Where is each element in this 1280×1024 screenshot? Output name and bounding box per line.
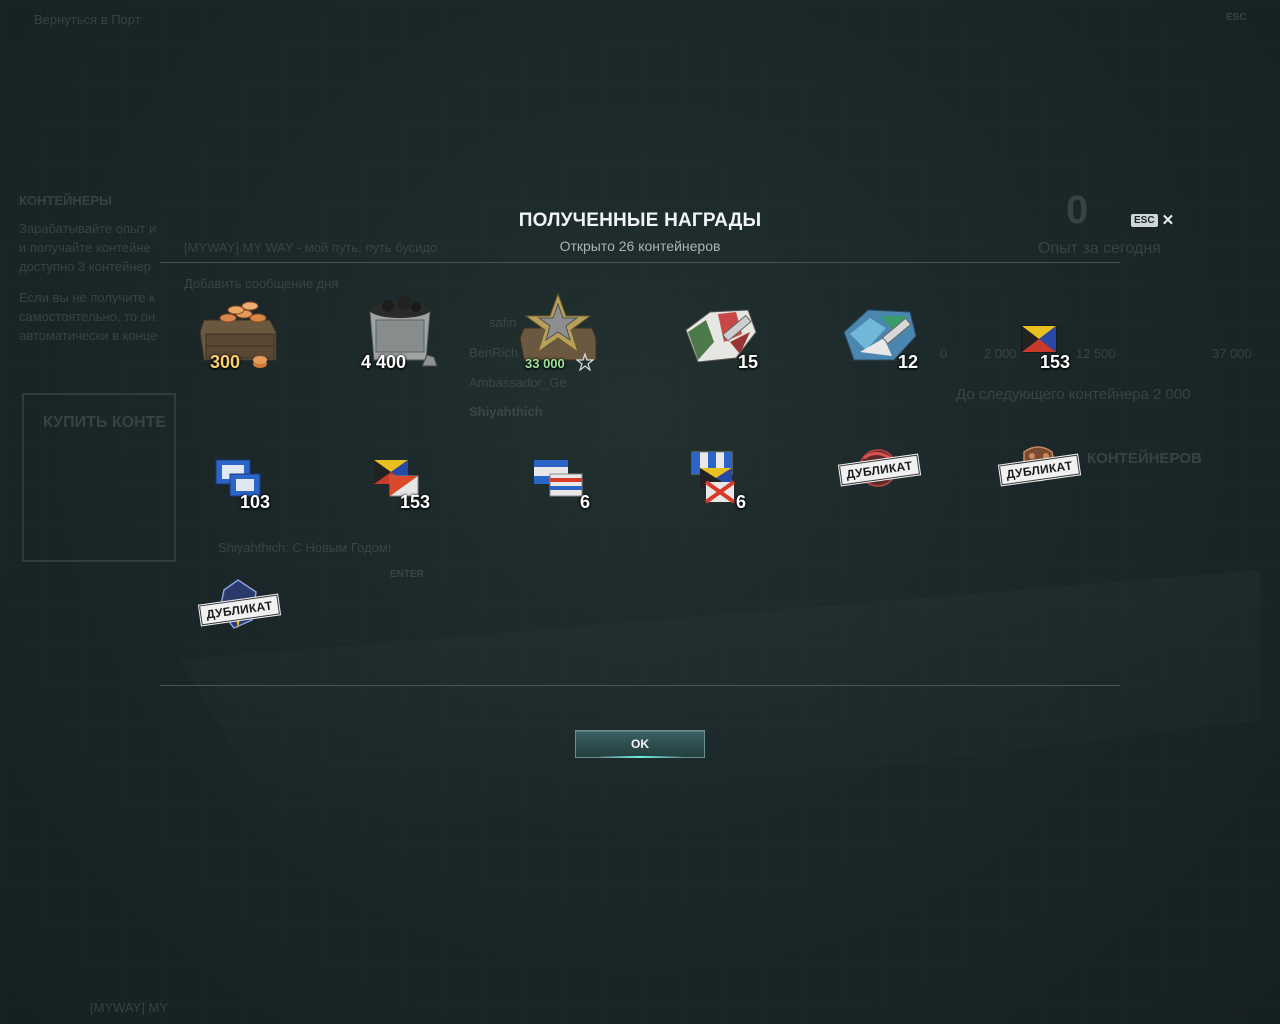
credits-coin-icon bbox=[253, 356, 267, 368]
credits-chest-icon bbox=[199, 301, 277, 361]
back-to-port-link[interactable]: Вернуться в Порт bbox=[34, 12, 141, 27]
close-icon[interactable]: ✕ bbox=[1161, 212, 1175, 229]
reward-signal-stripes[interactable]: 6 bbox=[526, 430, 636, 540]
milestone-12500: 12 500 bbox=[1076, 346, 1116, 361]
containers-heading: КОНТЕЙНЕРЫ bbox=[19, 193, 112, 208]
esc-key-badge: ESC bbox=[1131, 214, 1158, 227]
signal-flag-zulu-icon bbox=[1021, 325, 1057, 353]
containers-button-label: КОНТЕЙНЕРОВ bbox=[1087, 450, 1202, 467]
containers-text-5: самостоятельно, то он bbox=[19, 309, 156, 324]
free-xp-chest-icon bbox=[519, 292, 597, 361]
coal-icon bbox=[421, 354, 438, 367]
rewards-subtitle: Открыто 26 контейнеров bbox=[559, 238, 721, 254]
reward-quantity: 12 bbox=[898, 352, 919, 372]
add-motd-link[interactable]: Добавить сообщение дня bbox=[184, 276, 339, 291]
containers-text-3: доступно 3 контейнер bbox=[19, 259, 151, 274]
reward-quantity: 153 bbox=[1040, 352, 1071, 372]
next-container-text: До следующего контейнера 2 000 bbox=[956, 386, 1191, 403]
buy-containers-panel[interactable] bbox=[22, 393, 176, 562]
reward-patch-bear[interactable]: ДУБЛИКАТ bbox=[990, 430, 1100, 540]
containers-text-1: Зарабатывайте опыт и bbox=[19, 221, 157, 236]
signal-flags-blue-icon bbox=[215, 459, 261, 497]
reward-quantity: 6 bbox=[580, 492, 591, 512]
reward-quantity: 15 bbox=[738, 352, 759, 372]
reward-signal-blue[interactable]: 103 bbox=[206, 430, 316, 540]
reward-coal[interactable]: 4 400 bbox=[348, 290, 458, 400]
xp-today-value: 0 bbox=[1066, 188, 1089, 232]
top-divider bbox=[160, 262, 1120, 263]
reward-quantity: 6 bbox=[736, 492, 747, 512]
clan-motd: [MYWAY] MY WAY - мой путь, путь бусидо bbox=[184, 240, 438, 255]
star-outline-icon bbox=[576, 353, 594, 371]
bottom-clan-tag: [MYWAY] MY bbox=[90, 1000, 168, 1015]
close-button[interactable]: ESC ✕ bbox=[1131, 213, 1174, 228]
camouflage-italy-icon bbox=[685, 309, 757, 363]
reward-signal-mixed[interactable]: 6 bbox=[684, 430, 794, 540]
reward-quantity: 33 000 bbox=[525, 356, 565, 371]
reward-quantity: 103 bbox=[240, 492, 271, 512]
reward-signal-zulu[interactable]: 153 bbox=[1006, 290, 1116, 400]
xp-today-label: Опыт за сегодня bbox=[1038, 240, 1161, 257]
reward-credits[interactable]: 300 bbox=[184, 290, 294, 400]
chat-user-3: Ambassador_Ge bbox=[469, 375, 567, 390]
containers-text-4: Если вы не получите к bbox=[19, 290, 155, 305]
reward-patch-blue[interactable]: ДУБЛИКАТ bbox=[190, 570, 300, 680]
reward-quantity: 300 bbox=[210, 352, 241, 372]
chat-message: Shiyahthich: С Новым Годом! bbox=[218, 540, 392, 555]
enter-hint: ENTER bbox=[390, 569, 424, 580]
signal-flags-mixed-icon bbox=[691, 451, 736, 504]
reward-quantity: 4 400 bbox=[361, 352, 407, 372]
reward-patch-red[interactable]: ДУБЛИКАТ bbox=[830, 430, 940, 540]
reward-free-xp[interactable]: 33 000 bbox=[506, 290, 616, 400]
containers-text-2: и получайте контейне bbox=[19, 240, 151, 255]
coal-cart-icon bbox=[369, 296, 431, 361]
reward-signal-zulu-red[interactable]: 153 bbox=[366, 430, 476, 540]
esc-hint: ESC bbox=[1226, 12, 1247, 23]
signal-flags-zulu-red-icon bbox=[374, 460, 419, 497]
milestone-37000: 37 000 bbox=[1212, 346, 1252, 361]
signal-flags-stripes-icon bbox=[534, 460, 583, 497]
reward-camouflage-italy[interactable]: 15 bbox=[670, 290, 780, 400]
bottom-divider bbox=[160, 685, 1120, 686]
chat-user-2: BenRich bbox=[469, 345, 519, 360]
milestone-0: 0 bbox=[940, 346, 948, 361]
containers-text-6: автоматически в конце bbox=[19, 328, 158, 343]
camouflage-blue-icon bbox=[843, 309, 917, 361]
chat-user-1: safin bbox=[489, 315, 517, 330]
chat-user-4: Shiyahthich bbox=[469, 404, 543, 419]
milestone-2000: 2 000 bbox=[984, 346, 1017, 361]
reward-quantity: 153 bbox=[400, 492, 431, 512]
ok-button[interactable]: OK bbox=[575, 730, 705, 758]
buy-containers-label: КУПИТЬ КОНТЕ bbox=[43, 414, 167, 431]
rewards-title: ПОЛУЧЕННЫЕ НАГРАДЫ bbox=[518, 210, 762, 231]
reward-camouflage-blue[interactable]: 12 bbox=[830, 290, 940, 400]
